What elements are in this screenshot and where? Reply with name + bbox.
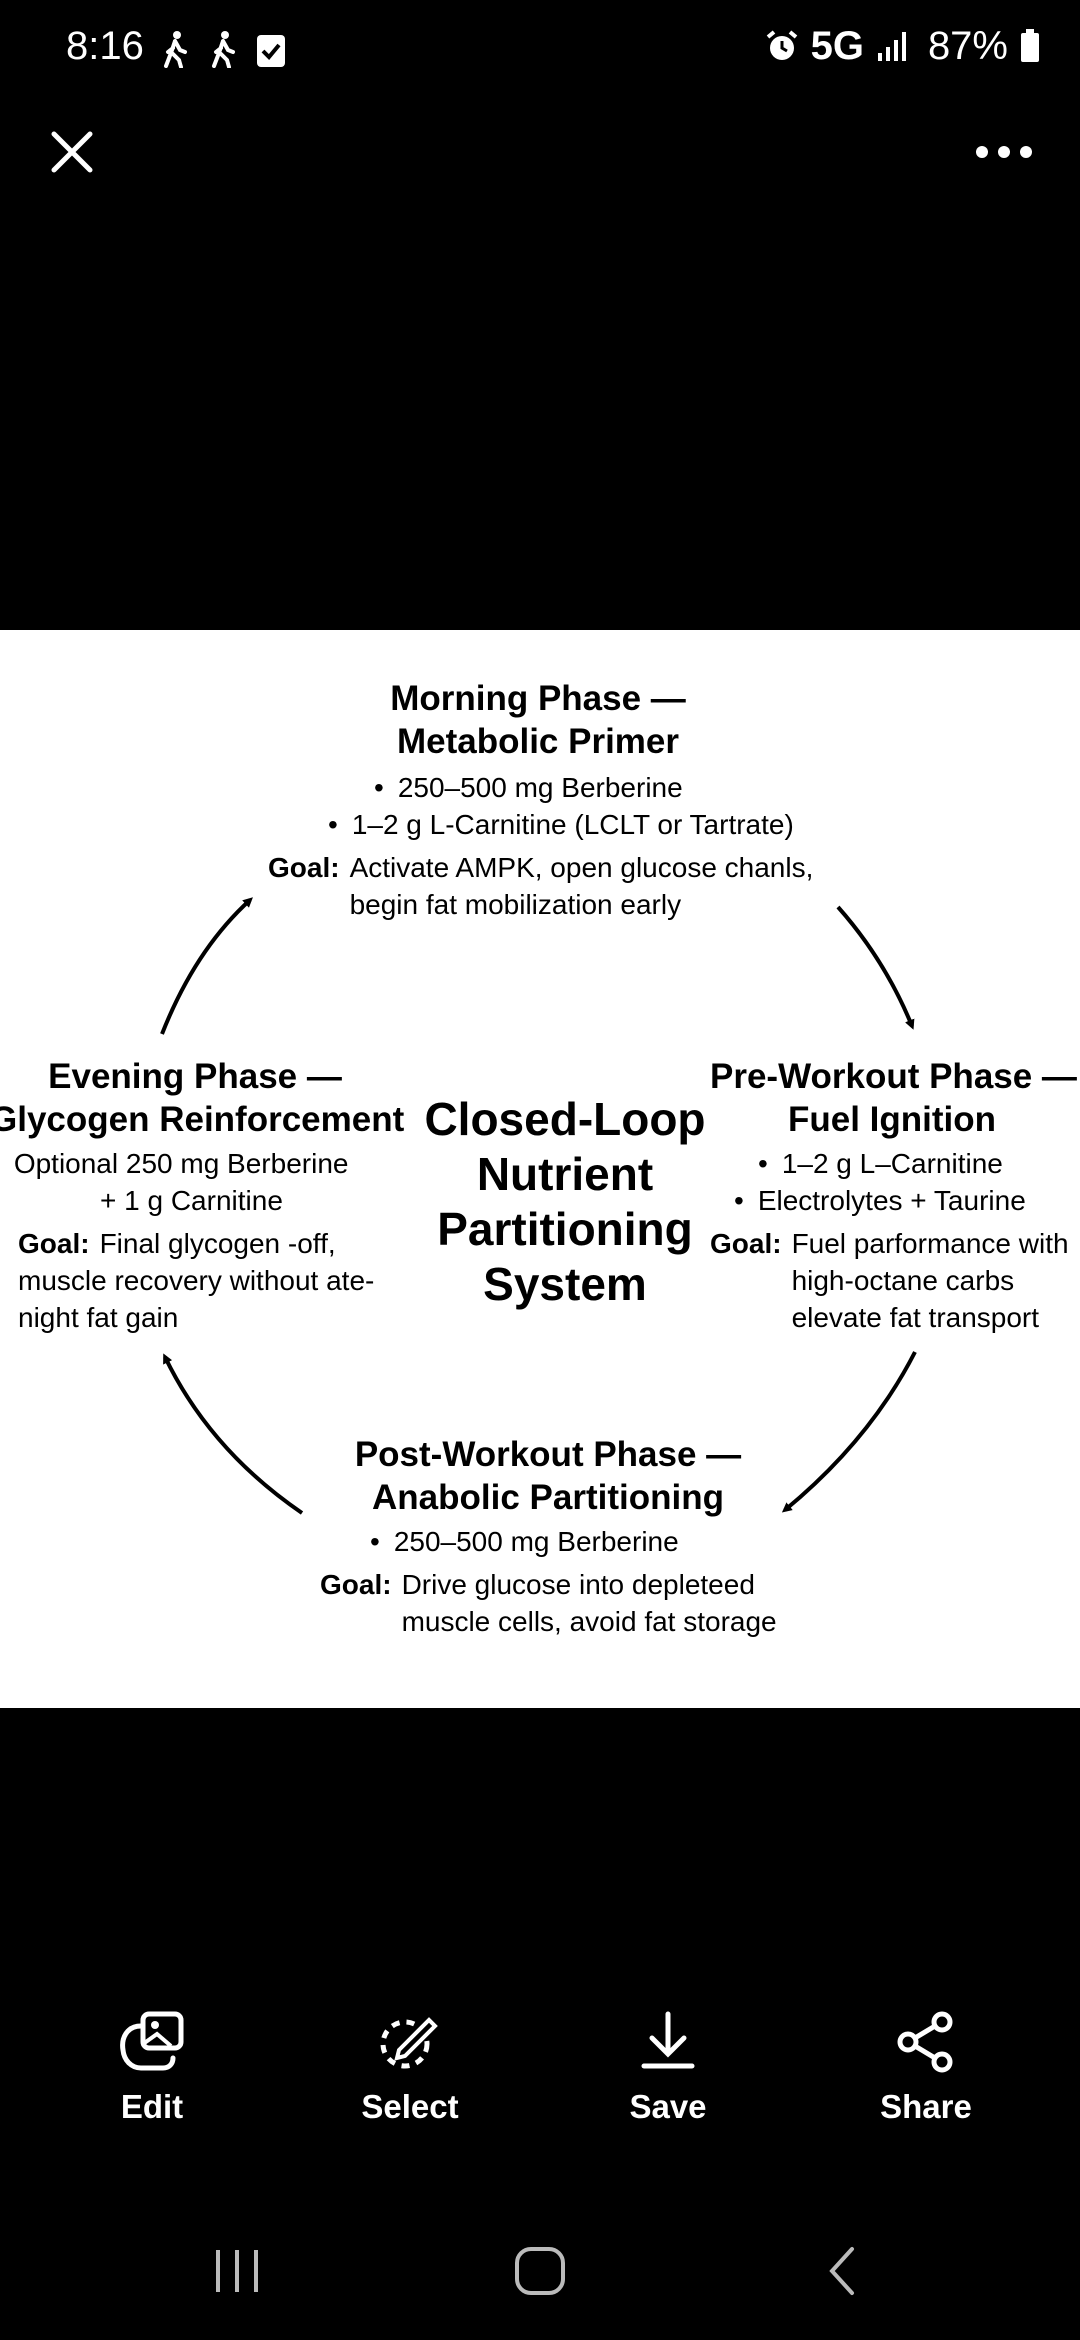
status-time: 8:16 xyxy=(66,24,144,68)
postworkout-title-1: Post-Workout Phase — xyxy=(354,1435,742,1474)
back-icon[interactable] xyxy=(822,2244,862,2298)
morning-title-1: Morning Phase — xyxy=(390,679,686,718)
goal-line: Drive glucose into depleteed xyxy=(401,1569,755,1600)
evening-goal: Goal: Final glycogen -off, xyxy=(0,1225,400,1262)
goal-line: Final glycogen -off, xyxy=(99,1228,336,1259)
infographic-image[interactable]: Morning Phase — Metabolic Primer 250–500… xyxy=(0,630,1080,1708)
goal-line: night fat gain xyxy=(18,1302,179,1333)
goal-line: high-octane carbs xyxy=(791,1265,1015,1296)
goal-line: muscle cells, avoid fat storage xyxy=(401,1606,777,1637)
goal-label: Goal: xyxy=(710,1228,782,1259)
status-bar: 8:16 5G 87% xyxy=(0,0,1080,100)
network-type: 5G xyxy=(810,23,864,68)
evening-title-2: Glycogen Reinforcement xyxy=(0,1100,405,1139)
share-label: Share xyxy=(880,2088,972,2125)
checkbox-notification-icon xyxy=(257,35,285,67)
battery-percent: 87% xyxy=(927,23,1008,68)
evening-phase: Evening Phase — Glycogen Reinforcement O… xyxy=(0,1055,405,1336)
postworkout-bullet: 250–500 mg Berberine xyxy=(370,1523,778,1560)
postworkout-phase: Post-Workout Phase — Anabolic Partitioni… xyxy=(318,1433,778,1640)
signal-icon xyxy=(877,32,906,61)
arrow-morning-to-preworkout xyxy=(836,905,915,1030)
evening-bullet: Optional 250 mg Berberine xyxy=(0,1145,400,1182)
select-label: Select xyxy=(361,2088,459,2125)
preworkout-bullet: 1–2 g L–Carnitine xyxy=(758,1145,1080,1182)
select-icon xyxy=(380,2017,438,2069)
morning-bullet: 1–2 g L-Carnitine (LCLT or Tartrate) xyxy=(306,806,808,843)
morning-title-2: Metabolic Primer xyxy=(396,722,680,761)
edit-icon xyxy=(120,2011,184,2071)
center-title: Closed-Loop Nutrient Partitioning System xyxy=(420,1092,710,1312)
battery-icon xyxy=(1021,29,1039,62)
arrow-evening-to-morning xyxy=(160,897,253,1035)
evening-bullet-continued: + 1 g Carnitine xyxy=(100,1185,283,1216)
select-button[interactable]: Select xyxy=(320,2010,500,2126)
morning-bullet: 250–500 mg Berberine xyxy=(352,769,808,806)
walking-icon xyxy=(212,31,235,68)
center-title-line: Nutrient xyxy=(476,1148,654,1200)
save-button[interactable]: Save xyxy=(578,2010,758,2126)
cycle-arrows xyxy=(160,897,917,1515)
goal-label: Goal: xyxy=(320,1569,392,1600)
close-icon[interactable] xyxy=(44,124,100,180)
postworkout-title-2: Anabolic Partitioning xyxy=(372,1478,724,1517)
alarm-icon xyxy=(766,30,797,60)
preworkout-title-2: Fuel Ignition xyxy=(788,1100,997,1139)
morning-goal: Goal: Activate AMPK, open glucose chanls… xyxy=(268,849,813,923)
edit-label: Edit xyxy=(120,2088,184,2125)
preworkout-bullet: Electrolytes + Taurine xyxy=(734,1182,1080,1219)
navigation-bar xyxy=(0,2220,1080,2320)
share-button[interactable]: Share xyxy=(836,2010,1016,2126)
share-icon xyxy=(897,2011,953,2073)
preworkout-title-1: Pre-Workout Phase — xyxy=(710,1057,1077,1096)
postworkout-goal: Goal: Drive glucose into depleteed muscl… xyxy=(320,1566,778,1640)
arrow-preworkout-to-postworkout xyxy=(781,1351,917,1513)
goal-line: Fuel parformance with xyxy=(791,1228,1069,1259)
preworkout-phase: Pre-Workout Phase — Fuel Ignition 1–2 g … xyxy=(710,1055,1080,1336)
download-icon xyxy=(641,2011,695,2069)
goal-label: Goal: xyxy=(18,1228,90,1259)
center-title-line: System xyxy=(483,1258,647,1310)
recent-apps-icon[interactable] xyxy=(210,2244,264,2298)
goal-line: begin fat mobilization early xyxy=(349,889,682,920)
more-options-icon[interactable] xyxy=(972,134,1036,170)
save-label: Save xyxy=(629,2088,707,2125)
goal-line: elevate fat transport xyxy=(791,1302,1040,1333)
morning-phase: Morning Phase — Metabolic Primer 250–500… xyxy=(268,677,813,923)
goal-line: muscle recovery without ate- xyxy=(18,1265,375,1296)
edit-button[interactable]: Edit xyxy=(62,2010,242,2126)
goal-label: Goal: xyxy=(268,852,340,883)
preworkout-goal: Goal: Fuel parformance with high-octane … xyxy=(710,1225,1080,1336)
center-title-line: Closed-Loop xyxy=(424,1093,706,1145)
home-icon[interactable] xyxy=(512,2244,568,2298)
evening-title-1: Evening Phase — xyxy=(48,1057,342,1096)
center-title-line: Partitioning xyxy=(437,1203,693,1255)
bottom-toolbar: Edit Select Save Share xyxy=(0,2010,1080,2170)
goal-line: Activate AMPK, open glucose chanls, xyxy=(349,852,814,883)
arrow-postworkout-to-evening xyxy=(163,1353,304,1515)
walking-icon xyxy=(164,31,187,68)
